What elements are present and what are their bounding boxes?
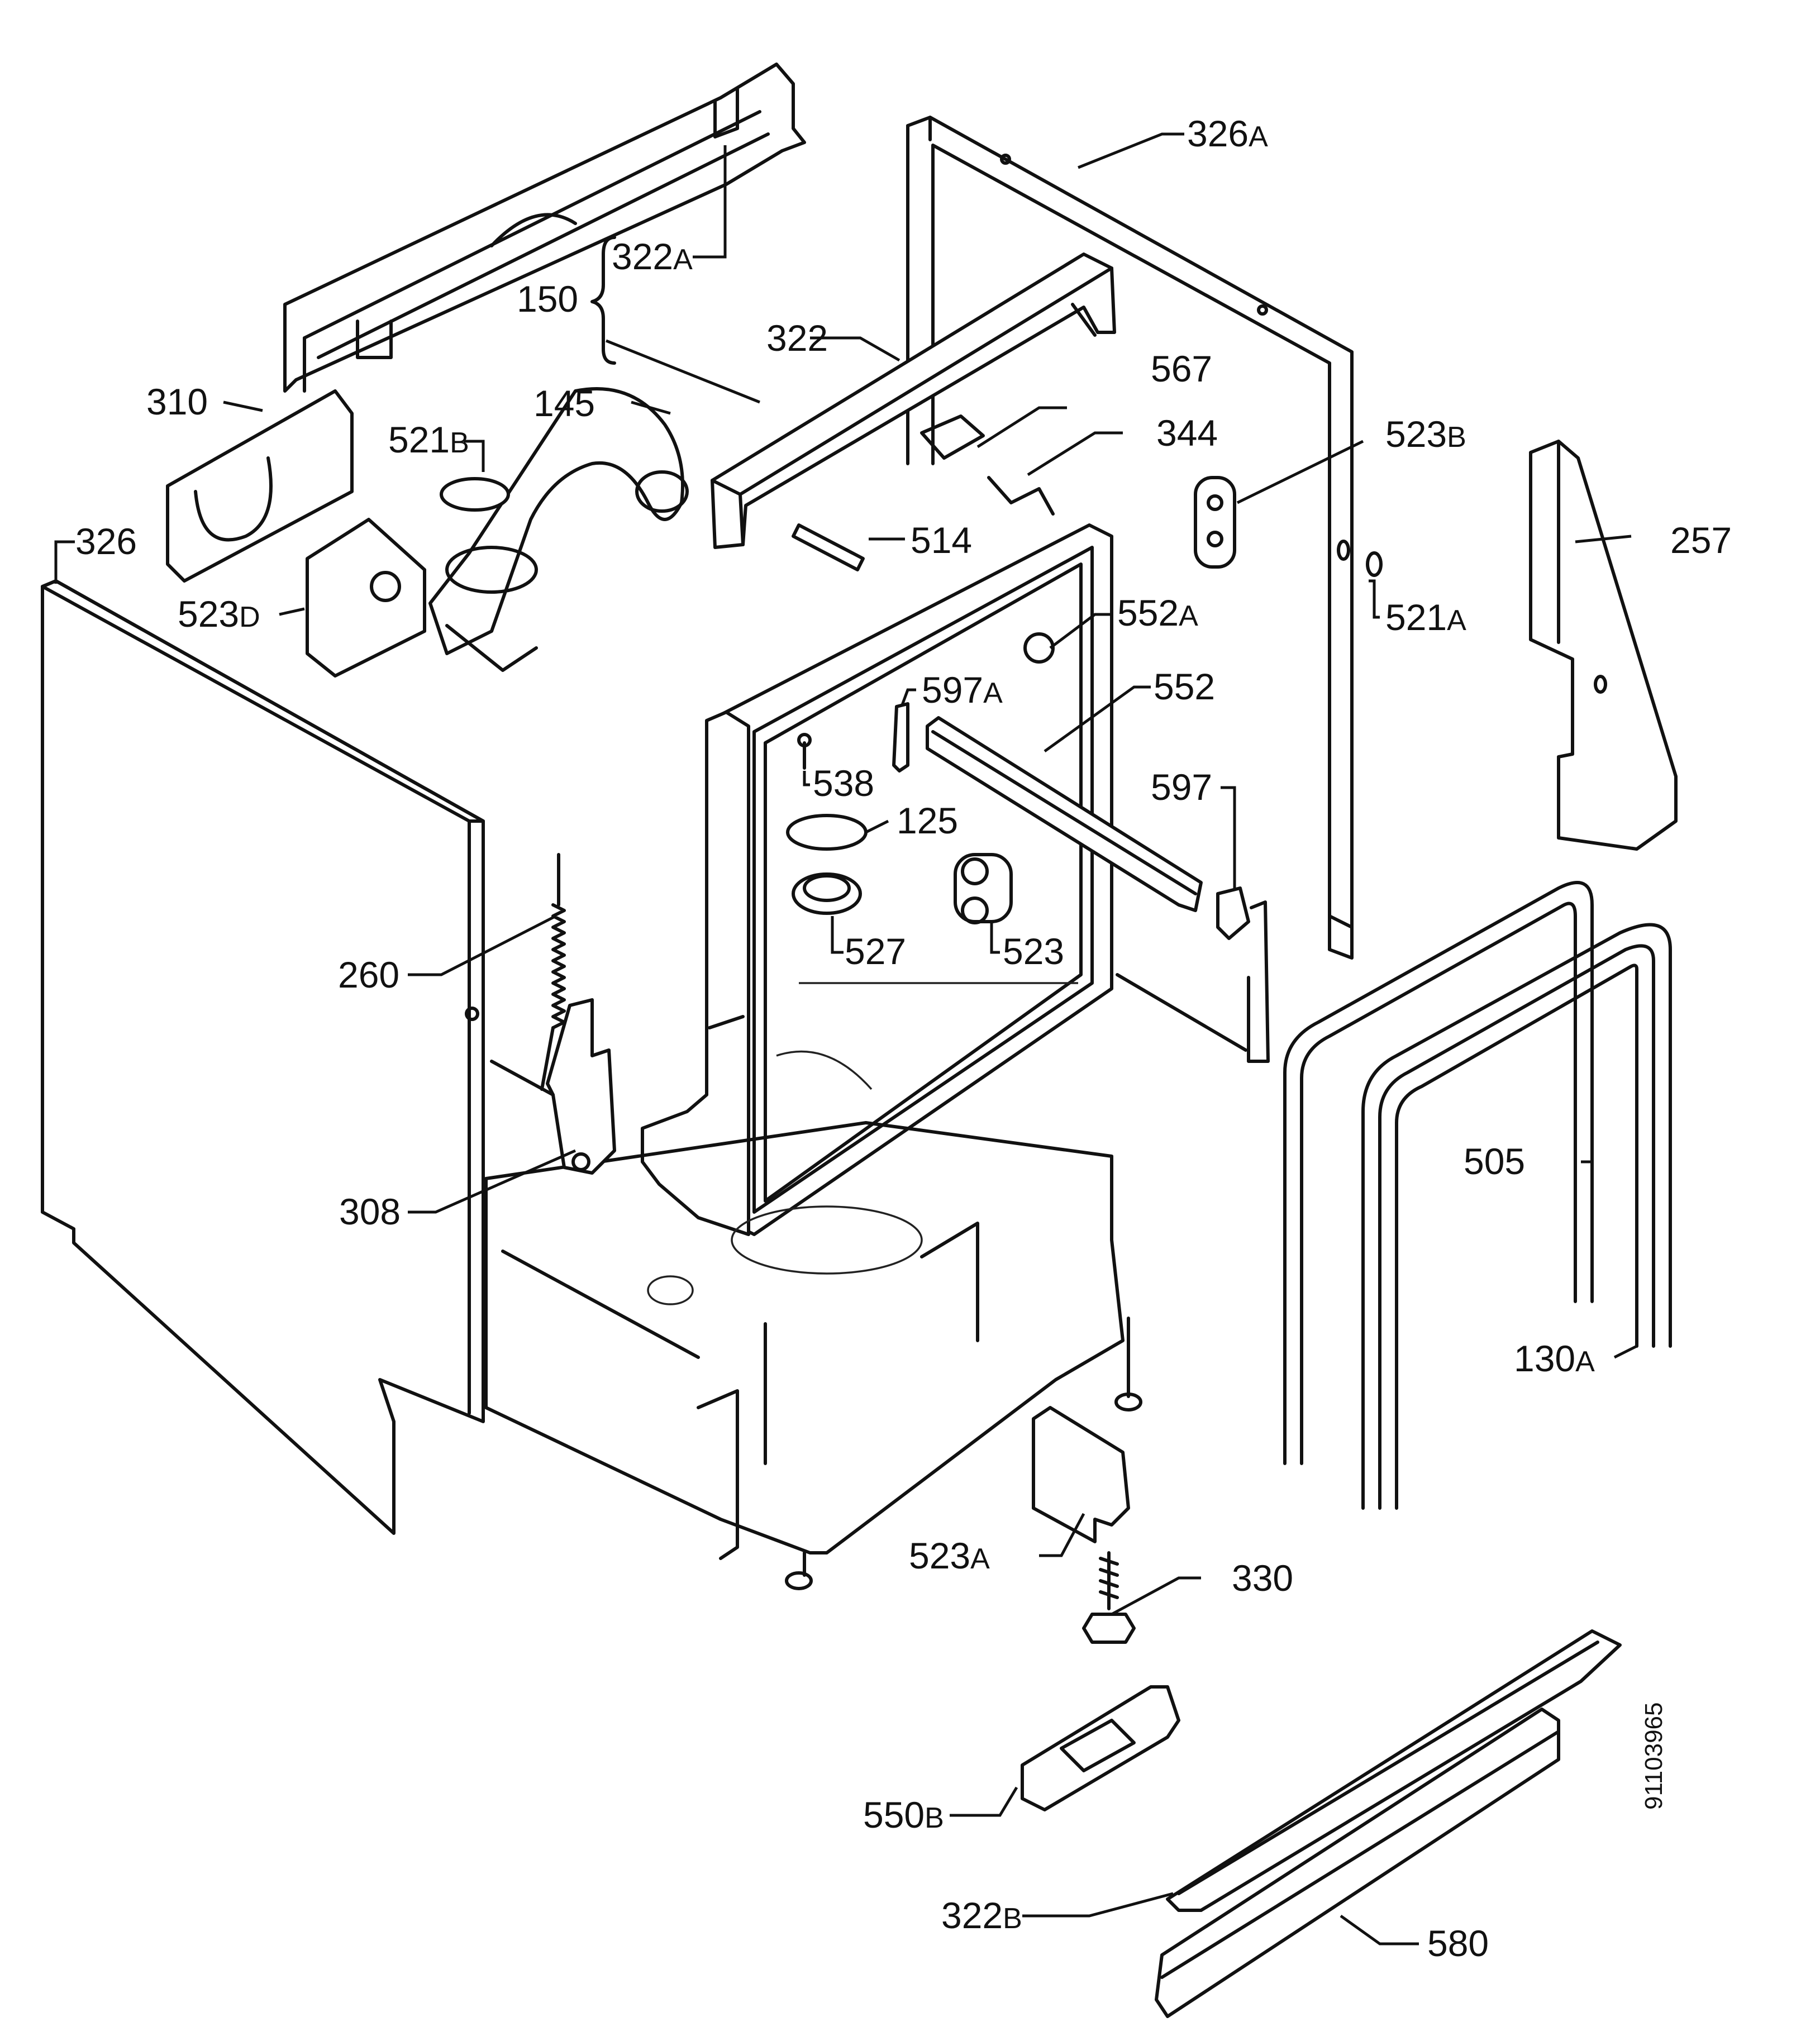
part-base-frame [484,1121,1142,1590]
part-550B-bracket [1021,1685,1180,1811]
label-521A: 521A [1385,597,1466,638]
part-257-side-bracket [1529,440,1678,851]
label-550B: 550B [863,1794,944,1835]
callout-labels: 326A 322A 150 322 567 310 145 344 523B 5… [75,113,1732,1964]
document-number: 91103965 [1640,1703,1667,1810]
label-514: 514 [911,519,972,561]
part-597-clip [1216,886,1250,940]
part-580-kick-plate [1155,1708,1560,2018]
label-150: 150 [517,278,578,319]
part-523B-grommet [1194,476,1236,569]
label-130A: 130A [1514,1338,1595,1379]
label-330: 330 [1232,1557,1293,1599]
part-527-nut [792,872,862,915]
label-523D: 523D [178,593,260,635]
label-527: 527 [845,931,906,972]
label-257: 257 [1670,519,1732,561]
label-523: 523 [1003,931,1064,972]
leader-lines [54,132,1638,1945]
part-308-hinge [490,998,616,1175]
part-505-seal [1283,881,1594,1465]
label-145: 145 [533,383,595,424]
label-567: 567 [1151,348,1212,389]
label-597: 597 [1151,766,1212,808]
label-308: 308 [339,1191,401,1232]
label-310: 310 [146,381,208,422]
label-125: 125 [897,800,958,841]
label-521B: 521B [388,419,469,460]
part-505-seal-inner [1300,902,1577,1465]
part-tub-left-channel [641,710,750,1236]
part-597A-clip [892,702,909,772]
part-322-top-rail [711,252,1116,549]
label-580: 580 [1427,1923,1489,1964]
part-145-hose [428,387,689,672]
part-521B-cap [440,477,510,512]
label-552A: 552A [1117,592,1198,633]
label-505: 505 [1464,1141,1525,1182]
label-326A: 326A [1187,113,1268,154]
part-521A-ring [1366,551,1383,577]
label-552: 552 [1154,666,1215,707]
label-260: 260 [338,954,399,995]
part-514-pin [792,523,865,571]
label-523B: 523B [1385,413,1466,455]
label-322B: 322B [941,1895,1022,1936]
part-322A-top-frame [283,63,806,393]
part-310-cover [166,389,354,583]
part-rear-side-profile [1116,900,1270,1063]
part-552-strip [926,716,1203,912]
part-344-spring [987,476,1055,516]
part-tub-front-frame [708,523,1113,1236]
part-523D-panel [306,518,426,678]
part-567-clip [920,414,985,460]
brace-150 [590,236,616,365]
part-330-foot [1082,1551,1136,1644]
part-552A-plug [1023,632,1055,664]
label-322A: 322A [612,236,693,277]
part-538-screw [797,733,812,770]
part-130A-seal-inner [1378,944,1655,1510]
part-260-spring [540,853,566,1091]
label-326: 326 [75,521,137,562]
label-538: 538 [813,762,874,804]
part-326-side-panel [41,579,485,1535]
label-523A: 523A [909,1535,990,1576]
label-322: 322 [766,317,828,359]
part-523-grommet [954,853,1013,924]
part-130A-seal-outer [1361,923,1672,1510]
label-344: 344 [1156,412,1218,454]
part-130A-seal-core [1395,964,1638,1510]
part-322B-rail [1166,1629,1622,1912]
part-523A-bracket [1032,1406,1130,1543]
label-597A: 597A [922,669,1003,710]
